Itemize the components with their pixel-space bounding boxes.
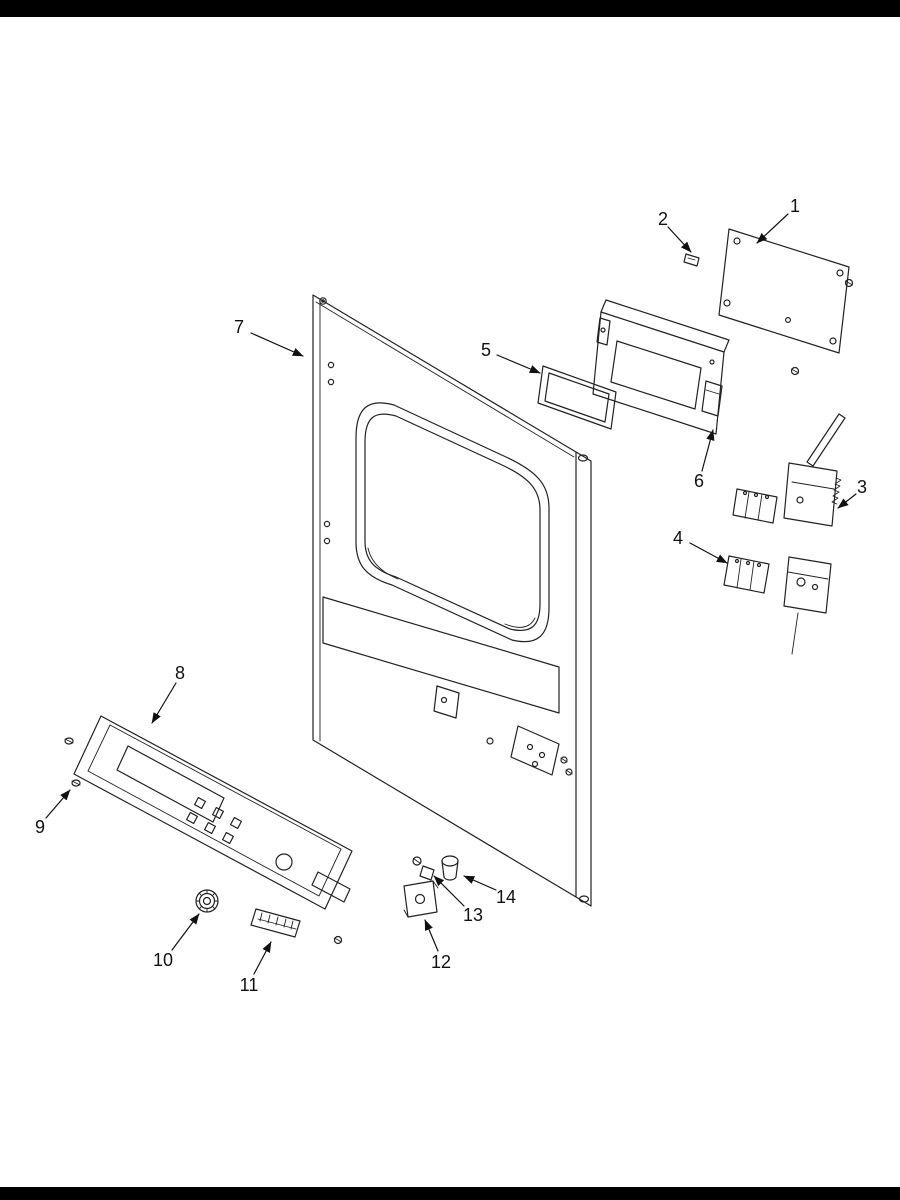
callout-label-4: 4 [672,528,684,548]
callout-label-11: 11 [239,975,259,995]
part-slide-clip [250,908,301,938]
part-fastener [412,856,435,881]
part-lens [537,365,617,430]
callout-label-10: 10 [152,950,174,970]
callout-label-2: 2 [657,209,669,229]
callout-label-9: 9 [34,817,46,837]
callout-label-3: 3 [856,477,868,497]
callout-arrows [45,213,857,975]
part-bracket [403,880,439,918]
door-opening-inner [364,413,541,631]
part-catch [441,855,459,881]
part-control-panel [73,715,353,945]
callout-label-12: 12 [430,952,452,972]
latch-plate [510,725,560,776]
callout-label-5: 5 [480,340,492,360]
part-knob [195,889,219,913]
callout-label-7: 7 [233,317,245,337]
door-opening-outer [355,402,550,643]
part-switch-assembly [783,413,846,655]
callout-label-8: 8 [174,663,186,683]
callout-label-6: 6 [693,471,705,491]
part-screws [64,737,81,787]
part-terminal-blocks [723,488,778,594]
bottom-border-bar [0,1187,900,1200]
callout-label-13: 13 [462,905,484,925]
lower-recess-panel [322,596,560,714]
callout-label-1: 1 [789,196,801,216]
part-access-panel [718,228,854,376]
callout-label-14: 14 [495,887,517,907]
part-clip [683,253,700,267]
part-main-front-panel [312,294,592,907]
part-console-panel [592,299,730,435]
top-border-bar [0,0,900,17]
